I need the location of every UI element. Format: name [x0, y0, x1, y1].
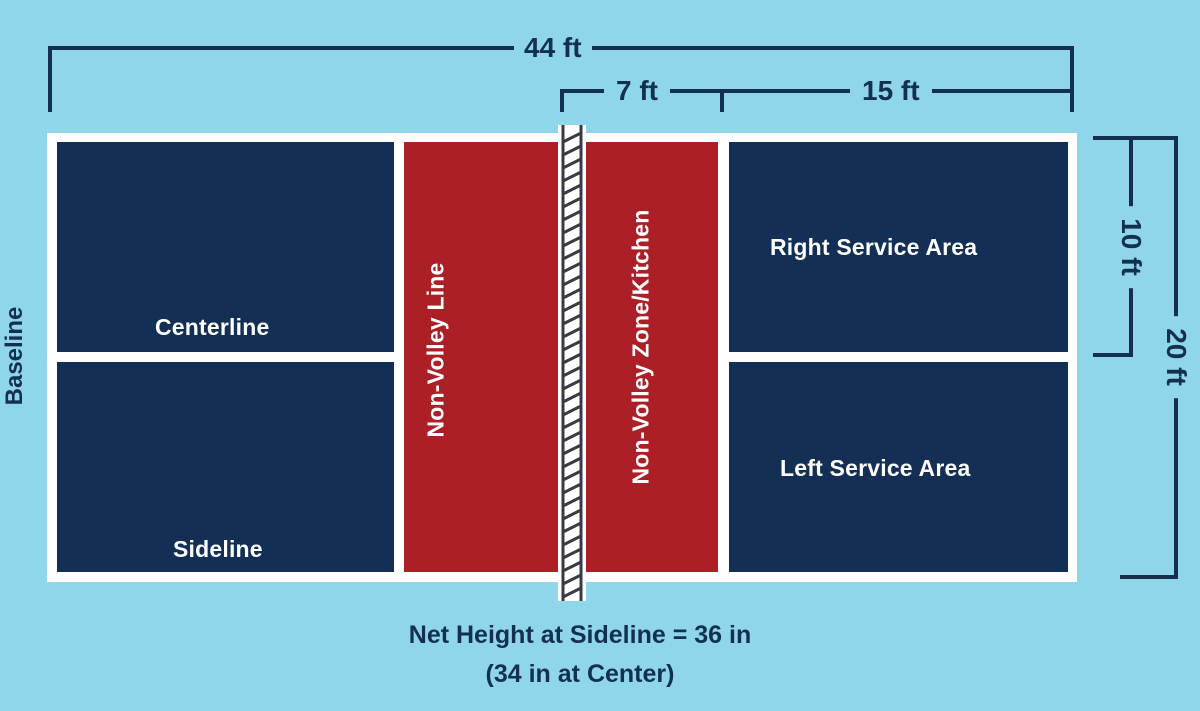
right-court-lower	[729, 362, 1068, 572]
net-height-center-caption: (34 in at Center)	[485, 660, 675, 688]
kitchen-right	[586, 142, 718, 572]
sideline-label: Sideline	[173, 536, 263, 562]
non-volley-line-label: Non-Volley Line	[422, 262, 449, 438]
dim-20ft-label: 20 ft	[1161, 316, 1192, 398]
net-height-caption: Net Height at Sideline = 36 in	[408, 621, 752, 649]
kitchen-label: Non-Volley Zone/Kitchen	[627, 209, 654, 485]
kitchen-left	[404, 142, 558, 572]
centerline-label: Centerline	[155, 314, 270, 340]
dim-15ft-bracket	[722, 89, 1074, 112]
right-service-area-label: Right Service Area	[770, 234, 978, 260]
dim-10ft-label: 10 ft	[1116, 206, 1147, 288]
baseline-label: Baseline	[1, 306, 28, 406]
dim-15ft-label: 15 ft	[850, 77, 932, 105]
dim-7ft-label: 7 ft	[604, 77, 670, 105]
left-service-area-label: Left Service Area	[780, 455, 971, 481]
left-court-upper	[57, 142, 394, 352]
dim-44ft-label: 44 ft	[514, 34, 592, 62]
net	[558, 125, 586, 601]
left-court-lower	[57, 362, 394, 572]
right-court-upper	[729, 142, 1068, 352]
